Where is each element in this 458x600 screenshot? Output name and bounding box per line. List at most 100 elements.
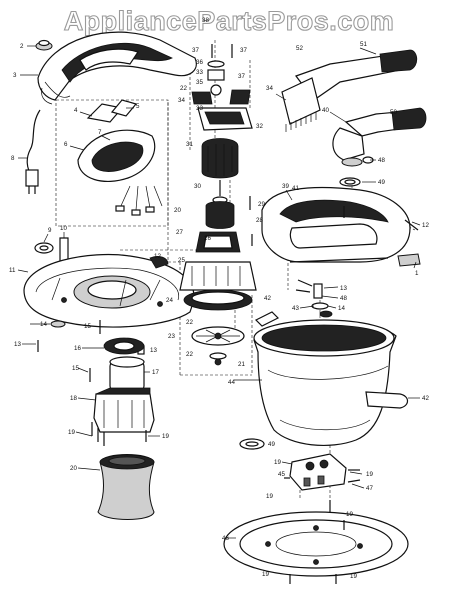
callout-1: 1 <box>415 270 419 277</box>
callout-14: 14 <box>40 321 47 328</box>
callout-19d: 19 <box>366 471 373 478</box>
callout-48b: 48 <box>378 157 385 164</box>
callout-42b: 42 <box>422 395 429 402</box>
bracket-part <box>254 311 280 327</box>
callout-15b: 15 <box>72 365 79 372</box>
callout-46: 46 <box>222 535 229 542</box>
callout-19f: 19 <box>346 511 353 518</box>
callout-21: 21 <box>238 361 245 368</box>
callout-18: 18 <box>70 395 77 402</box>
callout-41: 41 <box>292 185 299 192</box>
callout-36: 36 <box>196 59 203 66</box>
callout-39: 39 <box>282 183 289 190</box>
callout-19h: 19 <box>350 573 357 580</box>
callout-48: 48 <box>340 295 347 302</box>
callout-13c: 13 <box>14 341 21 348</box>
callout-52: 52 <box>296 45 303 52</box>
callout-35: 35 <box>196 79 203 86</box>
callout-50: 50 <box>390 109 397 116</box>
callout-19e: 19 <box>266 493 273 500</box>
base-plate-part <box>223 500 409 584</box>
knob-part <box>35 39 53 51</box>
callout-6: 6 <box>64 141 68 148</box>
callout-19g: 19 <box>262 571 269 578</box>
callout-8: 8 <box>11 155 15 162</box>
collection-tank-part <box>253 319 409 447</box>
cap-part <box>319 310 333 318</box>
callout-20: 20 <box>70 465 77 472</box>
foam-filter-part <box>97 454 155 520</box>
callout-45: 45 <box>278 471 285 478</box>
callout-51: 51 <box>360 41 367 48</box>
callout-37c: 37 <box>238 73 245 80</box>
callout-29: 29 <box>258 201 265 208</box>
callout-31: 31 <box>186 141 193 148</box>
callout-19c: 19 <box>274 459 281 466</box>
gasket-part <box>77 129 156 182</box>
impeller-part <box>103 337 145 355</box>
right-fasteners <box>295 219 419 310</box>
callout-13: 13 <box>150 347 157 354</box>
handle-grip-part <box>86 99 138 123</box>
callout-37b: 37 <box>240 47 247 54</box>
callout-40: 40 <box>322 107 329 114</box>
screw-group-left <box>91 422 147 446</box>
callout-17: 17 <box>152 369 159 376</box>
callout-37a: 37 <box>192 47 199 54</box>
callout-20b: 20 <box>174 207 181 214</box>
callout-33b: 33 <box>196 105 203 112</box>
power-cord-part <box>25 109 41 194</box>
callout-19a: 19 <box>68 429 75 436</box>
callout-22a: 22 <box>180 85 187 92</box>
watermark-text: AppliancePartsPros.com <box>64 6 395 36</box>
motor-assembly-part <box>179 44 257 366</box>
seal-ring-right <box>339 177 361 187</box>
nozzle-brush-part <box>281 49 418 132</box>
callout-2: 2 <box>20 43 24 50</box>
callout-30: 30 <box>194 183 201 190</box>
washer-part <box>34 242 54 254</box>
callout-24: 24 <box>166 297 173 304</box>
callout-26: 26 <box>204 235 211 242</box>
callout-3: 3 <box>13 72 17 79</box>
seal-ring-bottom <box>239 438 265 450</box>
callout-15: 15 <box>84 323 91 330</box>
callout-34b: 34 <box>178 97 185 104</box>
callout-32: 32 <box>256 123 263 130</box>
callout-27: 27 <box>176 229 183 236</box>
callout-38: 38 <box>202 17 209 24</box>
callout-23: 23 <box>168 333 175 340</box>
callout-12: 12 <box>154 253 161 260</box>
leader-lines <box>17 45 421 539</box>
callout-22c: 22 <box>186 351 193 358</box>
callout-43: 43 <box>292 305 299 312</box>
callout-13b: 13 <box>340 285 347 292</box>
callout-labels: 1 2 3 4 5 6 7 8 9 10 11 12 12 13 13 13 1… <box>9 17 429 580</box>
float-cage-part <box>89 356 155 433</box>
callout-34: 34 <box>266 85 273 92</box>
callout-10: 10 <box>60 225 67 232</box>
callout-4: 4 <box>74 107 78 114</box>
float-switch-part <box>284 453 361 491</box>
motor-base-housing-part <box>23 253 195 328</box>
callout-47: 47 <box>366 485 373 492</box>
callout-28: 28 <box>256 217 263 224</box>
callout-12b: 12 <box>422 222 429 229</box>
callout-44: 44 <box>228 379 235 386</box>
switch-wires-part <box>115 185 163 216</box>
callout-49b: 49 <box>268 441 275 448</box>
callout-22b: 22 <box>186 319 193 326</box>
nozzle-elbow-part <box>332 107 427 167</box>
handle-part <box>261 186 411 263</box>
hood-cover-part <box>37 31 197 105</box>
callout-11: 11 <box>9 267 16 274</box>
callout-42: 42 <box>264 295 271 302</box>
callout-14b: 14 <box>338 305 345 312</box>
callout-9: 9 <box>48 227 52 234</box>
callout-25: 25 <box>178 257 185 264</box>
fitting-part <box>59 237 69 263</box>
callout-16: 16 <box>74 345 81 352</box>
callout-7: 7 <box>98 129 102 136</box>
callout-33: 33 <box>196 69 203 76</box>
